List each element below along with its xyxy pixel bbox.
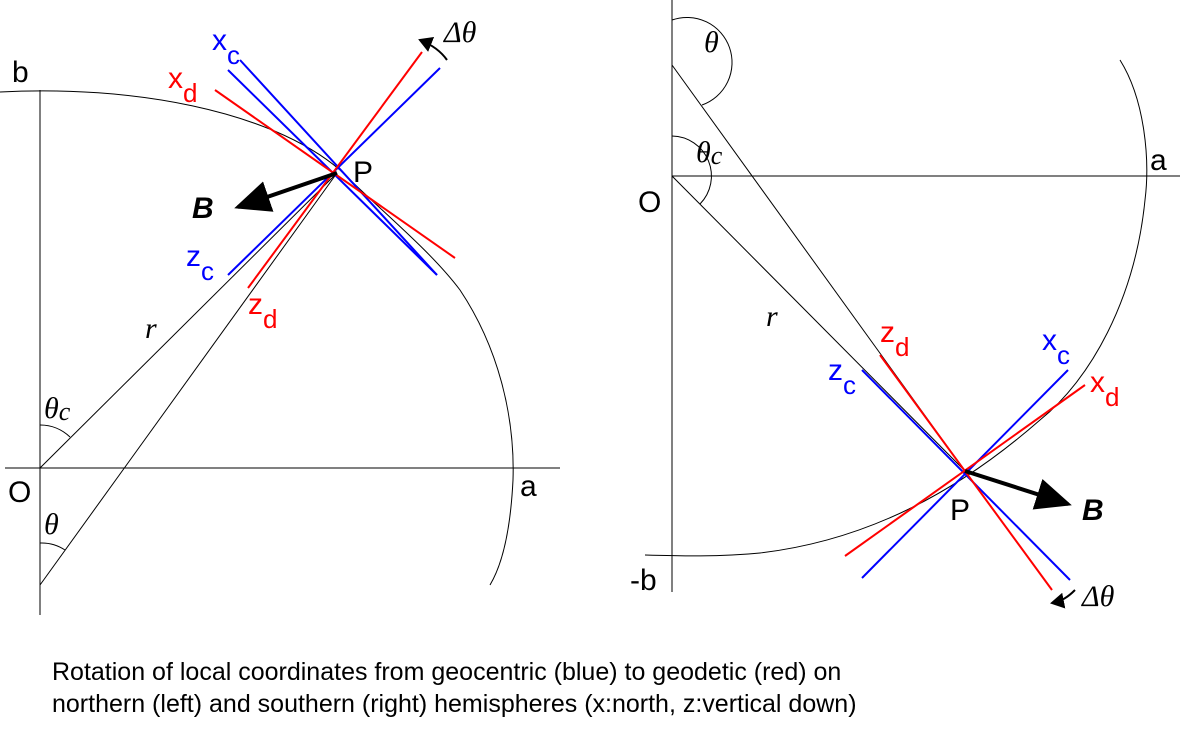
left-theta-arc [39, 542, 66, 551]
left-theta-c-arc [39, 424, 71, 438]
left-normal-line [39, 172, 338, 586]
left-label-xc: xc [212, 24, 240, 70]
right-theta-c-arc [671, 135, 712, 205]
right-label-zd: zd [880, 316, 909, 362]
left-label-r: r [145, 312, 157, 345]
left-label-xd: xd [168, 62, 197, 108]
left-label-b: b [12, 56, 29, 89]
right-label-a: a [1150, 144, 1167, 177]
right-b-vector [964, 469, 1072, 510]
right-panel: O a -b P r B θ θc Δθ zd zc xc xd [630, 0, 1180, 613]
right-label-r: r [766, 300, 778, 333]
right-label-o: O [638, 186, 661, 219]
right-label-p: P [950, 494, 970, 527]
right-theta-arc [671, 16, 733, 106]
caption-line-2: northern (left) and southern (right) hem… [52, 690, 857, 718]
left-label-a: a [520, 470, 537, 503]
left-ellipse-arc [0, 90, 514, 586]
left-label-p: P [353, 156, 373, 189]
rotation-diagram: b O a P r B θc θ Δθ xc xd zc zd [0, 0, 1180, 615]
left-zd-line [247, 51, 423, 289]
right-label-xc: xc [1042, 324, 1070, 370]
right-label-xd: xd [1090, 366, 1119, 412]
left-label-o: O [8, 476, 31, 509]
right-radius-line [671, 175, 966, 472]
right-label-theta-c: θc [696, 136, 723, 170]
right-zc-line [861, 369, 1071, 581]
left-panel: b O a P r B θc θ Δθ xc xd zc zd [0, 16, 560, 615]
caption-line-1: Rotation of local coordinates from geoce… [52, 658, 842, 686]
left-label-delta-theta: Δθ [443, 16, 477, 49]
right-ellipse-arc [644, 59, 1148, 557]
right-label-bvec: B [1082, 494, 1104, 527]
left-delta-theta-arrow [418, 37, 448, 61]
figure-caption: Rotation of local coordinates from geoce… [52, 656, 1172, 720]
right-label-minus-b: -b [630, 564, 657, 597]
left-b-vector [234, 171, 338, 212]
left-radius-line [39, 172, 338, 469]
right-label-theta: θ [704, 26, 719, 59]
left-label-theta: θ [44, 508, 59, 541]
right-delta-theta-arrow [1050, 589, 1076, 609]
left-label-bvec: B [192, 192, 214, 225]
right-label-delta-theta: Δθ [1081, 580, 1115, 613]
left-label-zc: zc [186, 240, 214, 286]
right-label-zc: zc [828, 354, 856, 400]
left-label-theta-c: θc [44, 392, 71, 426]
left-label-zd: zd [248, 288, 277, 334]
